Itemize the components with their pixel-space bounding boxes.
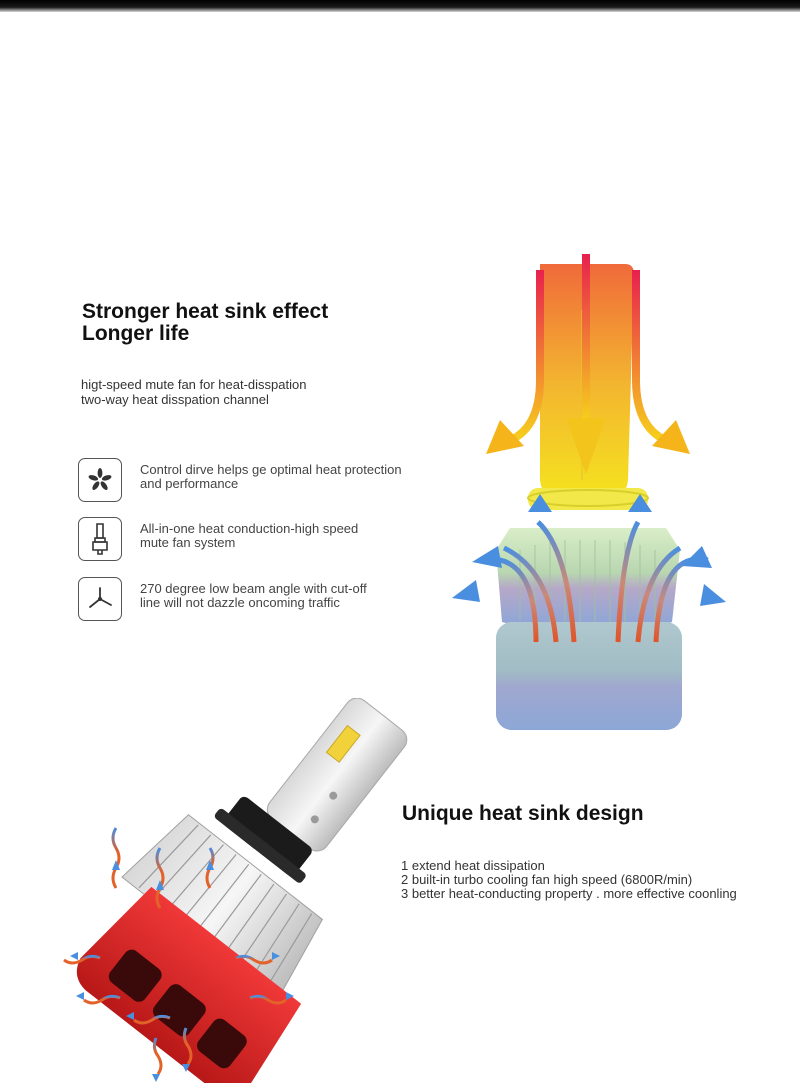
section1-desc-line2: two-way heat disspation channel <box>81 392 269 407</box>
section2-feature-list: 1 extend heat dissipation 2 built-in tur… <box>401 859 737 901</box>
propeller-icon <box>78 577 122 621</box>
feature-text-line1: 270 degree low beam angle with cut-off <box>140 581 367 596</box>
feature-text-line2: mute fan system <box>140 535 236 550</box>
fan-blossom-icon <box>78 458 122 502</box>
section1-desc-line1: higt-speed mute fan for heat-disspation <box>81 377 307 392</box>
section2-title: Unique heat sink design <box>402 802 644 825</box>
section1-title-line2: Longer life <box>82 322 190 345</box>
feature-text-line2: and performance <box>140 476 239 491</box>
section1-description: higt-speed mute fan for heat-disspation … <box>81 377 306 407</box>
list-item: 3 better heat-conducting property . more… <box>401 886 737 901</box>
feature-item-control-drive: Control dirve helps ge optimal heat prot… <box>78 458 438 506</box>
list-item: 1 extend heat dissipation <box>401 858 545 873</box>
heat-flow-bulb-illustration <box>452 254 726 730</box>
section1-title: Stronger heat sink effect Longer life <box>82 301 328 345</box>
list-item: 2 built-in turbo cooling fan high speed … <box>401 872 693 887</box>
red-heat-sink-bulb-illustration <box>63 698 408 1083</box>
top-dark-banner <box>0 0 800 12</box>
feature-item-all-in-one: All-in-one heat conduction-high speed mu… <box>78 517 438 565</box>
bulb-outline-icon <box>78 517 122 561</box>
feature-text-line1: All-in-one heat conduction-high speed <box>140 521 359 536</box>
feature-text-line1: Control dirve helps ge optimal heat prot… <box>140 462 402 477</box>
feature-item-beam-angle: 270 degree low beam angle with cut-off l… <box>78 577 438 625</box>
feature-text-line2: line will not dazzle oncoming traffic <box>140 595 340 610</box>
section1-title-line1: Stronger heat sink effect <box>82 300 329 323</box>
